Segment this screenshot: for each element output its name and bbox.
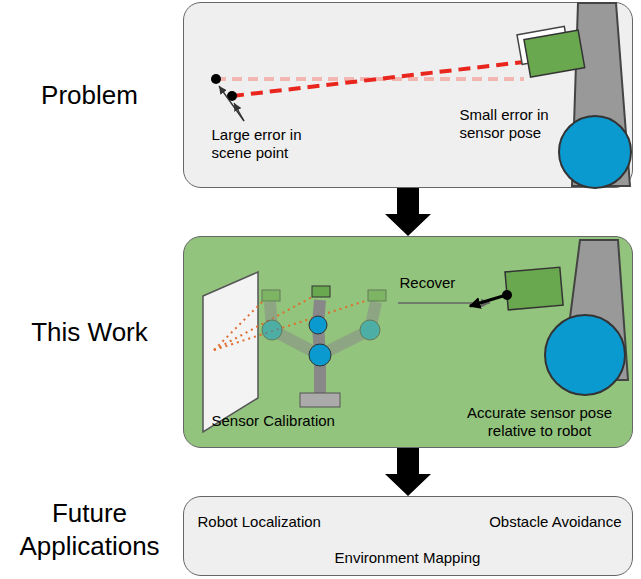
panel-heading: This Work (0, 317, 180, 348)
robot-arm-link (562, 240, 628, 380)
arrow-label: Recover (400, 274, 456, 292)
annotation: Large error in scene point (212, 126, 322, 162)
application-item: Environment Mapping (183, 549, 633, 567)
leader-line (234, 103, 244, 121)
sensor-rays (214, 296, 368, 350)
leader-line (219, 86, 244, 121)
caption-label: Sensor Calibration (212, 412, 335, 430)
panel-heading: Future Applications (0, 497, 180, 565)
robot-joint (545, 315, 625, 395)
scene-point (211, 74, 221, 84)
sensor (517, 24, 585, 78)
calibration-target (203, 272, 258, 432)
panel-heading: Problem (0, 80, 180, 111)
pose-arrow (470, 296, 503, 306)
robot-pose-ghost (262, 290, 386, 393)
flow-arrow (385, 188, 431, 236)
robot-pose (309, 286, 331, 393)
application-item: Obstacle Avoidance (430, 513, 622, 531)
true-ray (216, 77, 524, 81)
robot-base (300, 393, 340, 407)
applications-panel: Future ApplicationsRobot LocalizationObs… (183, 496, 633, 576)
sensor-origin (502, 290, 512, 300)
annotation: Small error in sensor pose (460, 106, 566, 142)
robot-joint (559, 116, 631, 188)
caption-label: Accurate sensor pose relative to robot (455, 404, 625, 440)
method-panel: This WorkRecoverSensor CalibrationAccura… (183, 236, 633, 448)
error-ray (232, 62, 524, 96)
application-item: Robot Localization (198, 513, 321, 531)
scene-point (227, 91, 237, 101)
problem-panel: ProblemLarge error in scene pointSmall e… (183, 2, 633, 188)
flow-arrow (385, 448, 431, 496)
sensor (505, 267, 563, 310)
robot-arm-link (572, 3, 630, 186)
recover-arrow (398, 302, 490, 304)
